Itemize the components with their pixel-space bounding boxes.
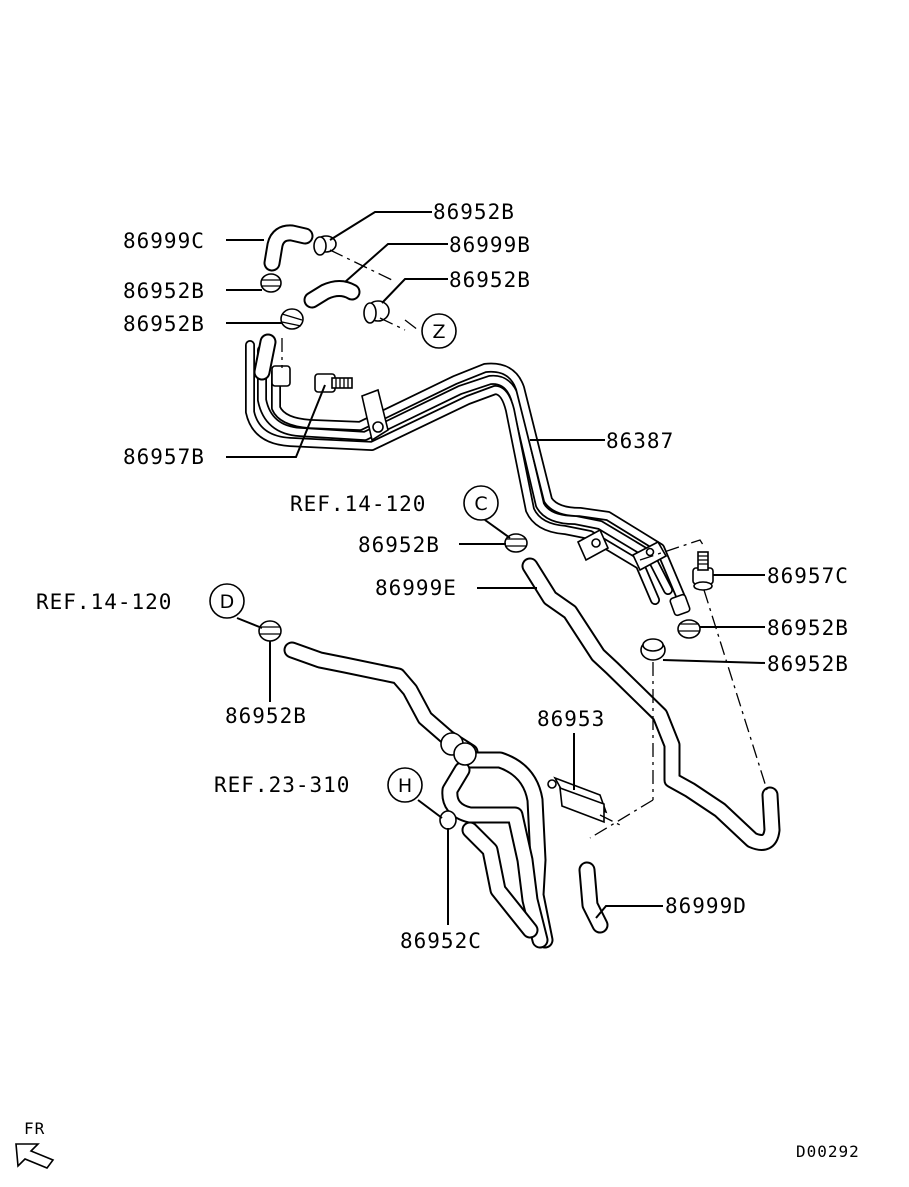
label-86952B-r2: 86952B bbox=[767, 652, 849, 676]
clamp-86952B-r1 bbox=[677, 619, 701, 639]
bolt-86957C bbox=[692, 551, 714, 591]
clamp-86952B-r2 bbox=[640, 638, 666, 661]
marker-c: C bbox=[463, 485, 499, 521]
label-86952B-top: 86952B bbox=[433, 200, 515, 224]
label-86952C: 86952C bbox=[400, 929, 482, 953]
clamp-86952B-left2 bbox=[280, 308, 304, 330]
label-86952B-left1: 86952B bbox=[123, 279, 205, 303]
clamp-86952B-z bbox=[363, 300, 390, 324]
clamp-parts bbox=[258, 235, 701, 830]
label-ref-d: REF.14-120 bbox=[36, 590, 172, 614]
label-86953: 86953 bbox=[537, 707, 605, 731]
label-86952B-z: 86952B bbox=[449, 268, 531, 292]
dashed-guides bbox=[281, 249, 768, 839]
marker-z-letter: Z bbox=[432, 321, 445, 343]
label-86957B: 86957B bbox=[123, 445, 205, 469]
hose-group-h bbox=[441, 751, 554, 949]
clamp-hose-d-mid bbox=[440, 732, 477, 766]
clamp-86952B-left1 bbox=[260, 273, 282, 293]
clamp-86952B-d bbox=[258, 620, 282, 642]
label-86952B-r1: 86952B bbox=[767, 616, 849, 640]
marker-z: Z bbox=[421, 313, 457, 349]
marker-c-letter: C bbox=[474, 493, 487, 515]
label-86952B-d: 86952B bbox=[225, 704, 307, 728]
label-ref-h: REF.23-310 bbox=[214, 773, 350, 797]
clamp-86952C bbox=[439, 810, 457, 830]
bolt-86957B bbox=[314, 373, 353, 393]
marker-d: D bbox=[209, 583, 245, 619]
hose-left-d bbox=[283, 641, 479, 761]
label-ref-c: REF.14-120 bbox=[290, 492, 426, 516]
marker-h: H bbox=[387, 767, 423, 803]
label-86999D: 86999D bbox=[665, 894, 747, 918]
marker-h-letter: H bbox=[398, 775, 412, 797]
label-86952B-left2: 86952B bbox=[123, 312, 205, 336]
label-86999E: 86999E bbox=[375, 576, 457, 600]
diagram-code: D00292 bbox=[796, 1142, 860, 1161]
label-86952B-c: 86952B bbox=[358, 533, 440, 557]
label-86957C: 86957C bbox=[767, 564, 849, 588]
label-86999C: 86999C bbox=[123, 229, 205, 253]
bracket-86953 bbox=[547, 776, 608, 824]
front-direction-arrow: FR bbox=[15, 1119, 55, 1169]
label-86387: 86387 bbox=[606, 429, 674, 453]
marker-d-letter: D bbox=[220, 591, 235, 613]
pipe-assembly-86387 bbox=[245, 340, 691, 617]
hose-86999C bbox=[263, 224, 314, 272]
fr-label: FR bbox=[24, 1119, 45, 1138]
leader-lines bbox=[226, 211, 766, 925]
label-86999B: 86999B bbox=[449, 233, 531, 257]
hose-86999E bbox=[521, 557, 781, 851]
arrow-icon bbox=[15, 1143, 55, 1169]
clamp-86952B-top bbox=[313, 235, 337, 256]
hose-86999B bbox=[303, 280, 361, 309]
hose-upper-left bbox=[253, 333, 277, 381]
